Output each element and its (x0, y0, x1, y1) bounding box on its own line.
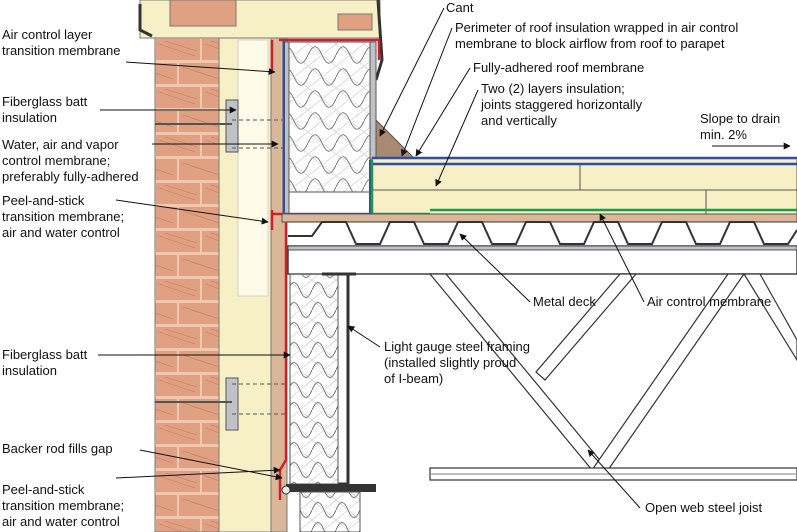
label-cant: Cant (446, 0, 474, 15)
label-air-control-membrane: Air control membrane (647, 294, 772, 309)
label-backer-rod: Backer rod fills gap (2, 441, 113, 456)
label-metal-deck: Metal deck (533, 294, 596, 309)
leader-peel-upper (115, 199, 269, 225)
label-slope: Slope to drain min. 2% (700, 111, 781, 142)
leader-cant (379, 7, 445, 137)
label-perimeter-insulation: Perimeter of roof insulation wrapped in … (455, 20, 739, 51)
parapet-batt-insulation (287, 41, 371, 193)
leader-peel-lower (115, 466, 281, 479)
open-web-steel-joist (428, 273, 797, 481)
fully-adhered-roof-membrane (372, 156, 797, 166)
parapet-block (169, 0, 237, 27)
lower-batt-insulation (299, 491, 361, 532)
leader-light-gauge (347, 325, 381, 348)
backer-rod (281, 485, 291, 495)
metal-deck (288, 221, 797, 245)
label-light-gauge: Light gauge steel framing (installed sli… (384, 339, 530, 386)
label-fiberglass-batt-lower: Fiberglass batt insulation (2, 347, 88, 378)
brick-veneer (154, 37, 220, 532)
leader-fully-adhered (415, 67, 471, 157)
coping-flashing (138, 4, 153, 38)
leader-two-layers (435, 89, 479, 187)
label-open-web-joist: Open web steel joist (645, 500, 763, 515)
leader-lines (98, 7, 791, 509)
parapet-stud-right (369, 41, 377, 161)
parapet-block-right (337, 13, 373, 31)
bottom-track (286, 484, 376, 492)
leader-backer-rod (139, 449, 283, 481)
label-two-layers: Two (2) layers insulation; joints stagge… (481, 81, 643, 128)
leader-air-control-transition (125, 61, 276, 76)
label-water-air-vapor: Water, air and vapor control membrane; p… (2, 137, 139, 184)
cavity-insulation-highlight (237, 39, 269, 297)
leader-open-web (587, 449, 641, 509)
leader-air-control-membrane (599, 213, 645, 303)
deck-top-board (281, 213, 797, 223)
coping-flashing-right (374, 0, 384, 81)
joist-top-chord-flange (287, 245, 797, 251)
label-fully-adhered: Fully-adhered roof membrane (473, 60, 645, 75)
brick-tie-lower (155, 377, 285, 431)
leader-perimeter (401, 27, 453, 157)
label-peel-stick-upper: Peel-and-stick transition membrane; air … (2, 193, 125, 240)
roof-insulation (371, 157, 797, 215)
wall-batt-insulation (289, 273, 339, 485)
label-fiberglass-batt-upper: Fiberglass batt insulation (2, 94, 88, 125)
peel-and-stick-membrane-lower (278, 222, 288, 500)
label-peel-stick-lower: Peel-and-stick transition membrane; air … (2, 482, 125, 529)
label-air-control-transition: Air control layer transition membrane (2, 27, 121, 58)
leader-metal-deck (459, 233, 531, 303)
